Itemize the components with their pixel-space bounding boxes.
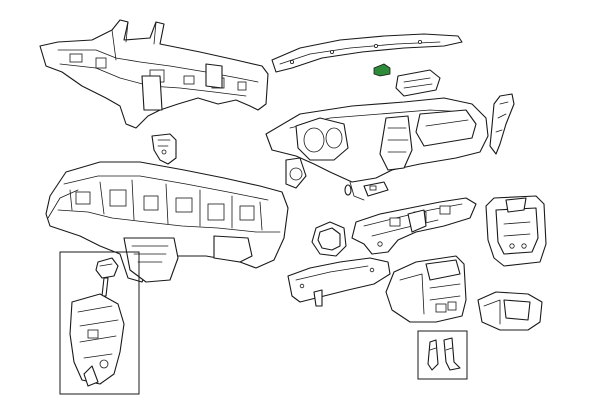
ignition-bezel [289,167,303,181]
lower-trim-panel [287,257,391,307]
small-knob [344,184,352,196]
speaker-grille [395,69,441,97]
glovebox-area [415,109,477,147]
lower-cross-car-beam [45,161,289,283]
steering-column-shroud [311,221,347,257]
side-end-cap [489,93,515,155]
center-console-stack [385,255,467,323]
highlighted-clip [373,63,391,77]
shift-knob [95,257,119,279]
brackets-callout-box [417,330,468,380]
center-support-structure [351,197,477,255]
upper-cross-car-beam [39,19,269,129]
center-bezel-frame [485,195,547,267]
shifter-assembly [59,251,140,395]
small-switch [363,181,389,197]
dash-top-trim-strip [271,33,463,73]
reinforcement-bracket [151,133,177,165]
center-stack-opening [379,115,413,171]
storage-bin [477,291,543,331]
instrument-panel [265,97,489,201]
shifter-callout-box [59,251,140,395]
support-brackets [417,330,468,380]
